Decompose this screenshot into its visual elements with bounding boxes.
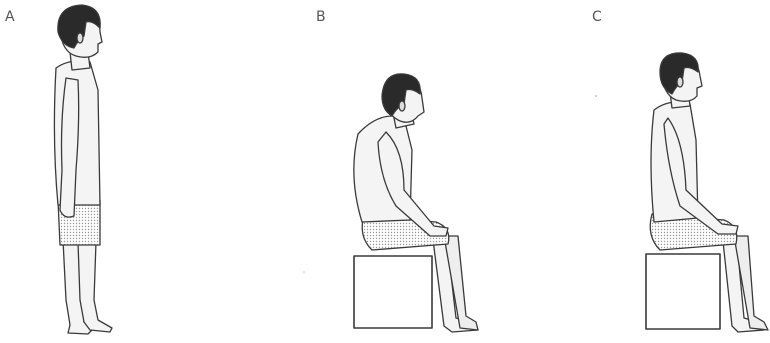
upright-figure [646,53,768,332]
standing-figure [54,5,112,334]
stool-b [354,256,432,328]
slouched-figure [354,74,478,332]
speck-mark [595,95,597,97]
speck-mark [303,271,305,273]
stool-c [646,254,720,329]
